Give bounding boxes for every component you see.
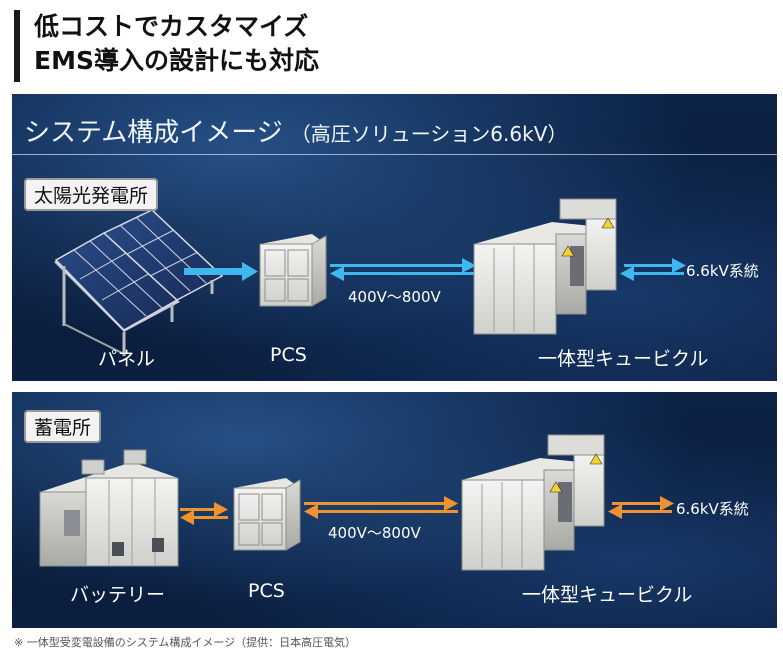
pcs-label-2: PCS — [248, 580, 285, 602]
section-heading: 低コストでカスタマイズ EMS導入の設計にも対応 — [14, 10, 319, 82]
system-title-main: システム構成イメージ — [24, 118, 283, 148]
ac-arrow-pcs-to-cubicle-2 — [304, 496, 458, 519]
heading-line-2: EMS導入の設計にも対応 — [34, 46, 319, 75]
pcs-cabinet-icon — [259, 234, 327, 307]
dc-arrow-battery-to-pcs — [180, 502, 228, 525]
system-title: システム構成イメージ （高圧ソリューション6.6kV） — [24, 112, 567, 149]
grid-arrow-cubicle-2 — [608, 496, 674, 519]
pcs-label: PCS — [270, 344, 307, 366]
voltage-label-2: 400V～800V — [328, 524, 421, 542]
grid-output-label-2: 6.6kV系統 — [676, 500, 749, 518]
solar-system-diagram: システム構成イメージ （高圧ソリューション6.6kV） 太陽光発電所 パネル PC… — [12, 94, 777, 381]
grid-arrow-cubicle — [620, 258, 686, 281]
solar-plant-tag: 太陽光発電所 — [24, 178, 159, 211]
panel-label: パネル — [98, 348, 156, 370]
grid-output-label: 6.6kV系統 — [686, 262, 759, 280]
heading-line-1: 低コストでカスタマイズ — [34, 12, 309, 41]
ac-arrow-pcs-to-cubicle — [330, 258, 476, 281]
battery-container-icon — [39, 449, 179, 567]
dc-arrow-panel-to-pcs — [184, 262, 258, 281]
title-divider — [12, 154, 777, 155]
battery-label: バッテリー — [70, 584, 166, 606]
cubicle-label: 一体型キュービクル — [538, 348, 709, 370]
storage-system-diagram: 蓄電所 バッテリー PCS 一体型キュービクル 400V～800V 6.6kV系… — [12, 392, 777, 628]
cubicle-icon-2 — [461, 434, 605, 571]
solar-panel-icon — [54, 209, 224, 356]
storage-plant-tag: 蓄電所 — [24, 410, 102, 443]
cubicle-icon — [473, 198, 617, 335]
pcs-cabinet-icon-2 — [233, 478, 301, 551]
storage-diagram-graphics — [39, 434, 674, 571]
solar-diagram-graphics — [54, 198, 686, 356]
voltage-label: 400V～800V — [348, 288, 441, 306]
system-title-sub: （高圧ソリューション6.6kV） — [290, 122, 568, 146]
cubicle-label-2: 一体型キュービクル — [522, 584, 693, 606]
image-caption: ※ 一体型受変電設備のシステム構成イメージ（提供：日本高圧電気） — [14, 636, 357, 649]
